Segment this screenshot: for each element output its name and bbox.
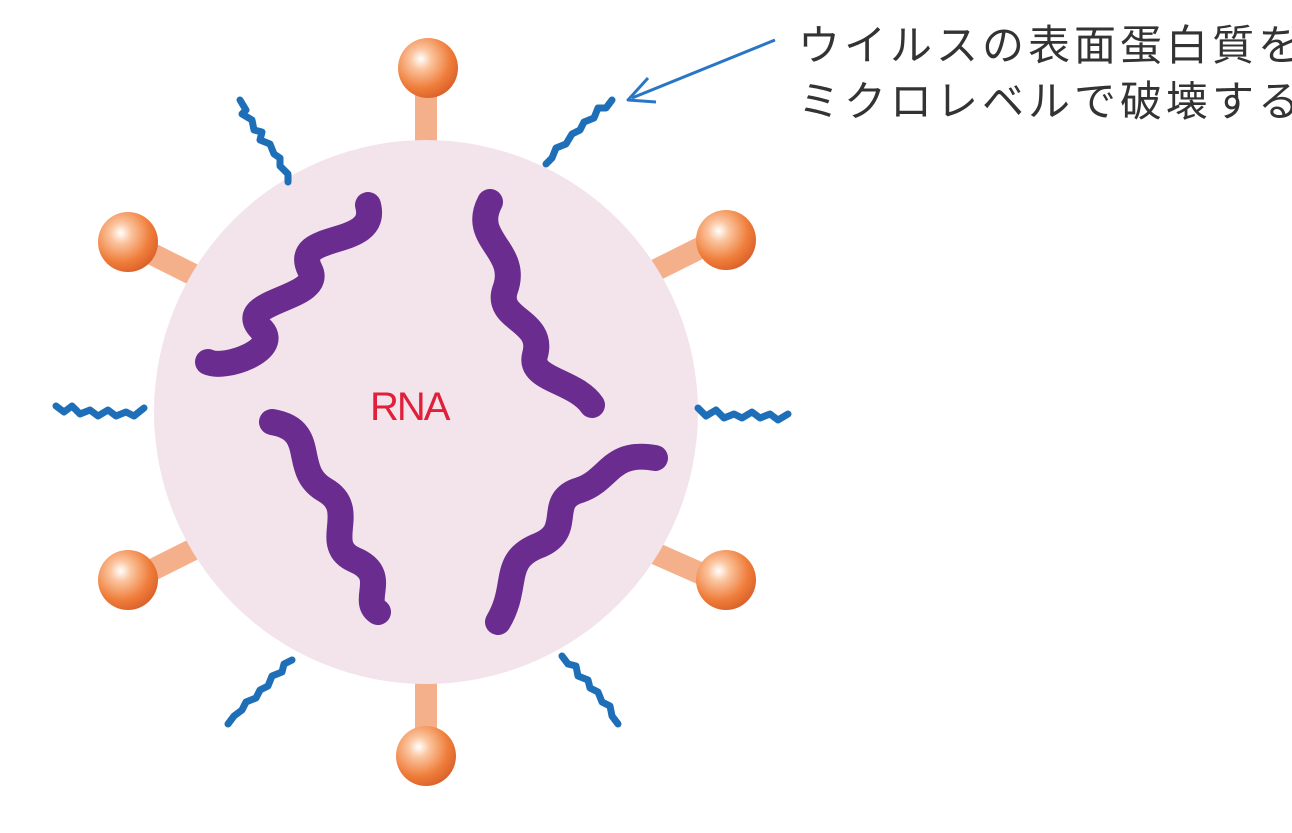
annotation-text: ウイルスの表面蛋白質を ミクロレベルで破壊する [798,18,1292,130]
spike-ball-bottom [396,726,456,786]
spike-ball-bottom-left [98,550,158,610]
fragment-right [694,404,792,424]
rna-strand-bottom-right [485,443,668,635]
protein-fragments [52,96,792,728]
annotation-line-2: ミクロレベルで破壊する [798,77,1292,126]
fragment-bottom-right [558,652,622,728]
rna-strand-top-right [472,189,605,418]
spike-balls [98,38,756,786]
fragment-top-right [542,96,616,168]
fragment-left [52,402,148,420]
rna-strand-top-left [195,192,382,377]
fragment-bottom-left [224,656,296,728]
virus-envelope [154,140,698,684]
rna-strands [195,189,668,635]
spike-ball-top-left [98,212,158,272]
spike-ball-top [398,38,458,98]
rna-strand-bottom-left [259,409,391,625]
fragment-top-left [236,96,292,186]
spike-ball-top-right [696,210,756,270]
spike-ball-bottom-right [696,550,756,610]
annotation-arrow [626,38,776,104]
rna-label: RNA [370,385,450,429]
annotation-line-1: ウイルスの表面蛋白質を [798,21,1292,70]
